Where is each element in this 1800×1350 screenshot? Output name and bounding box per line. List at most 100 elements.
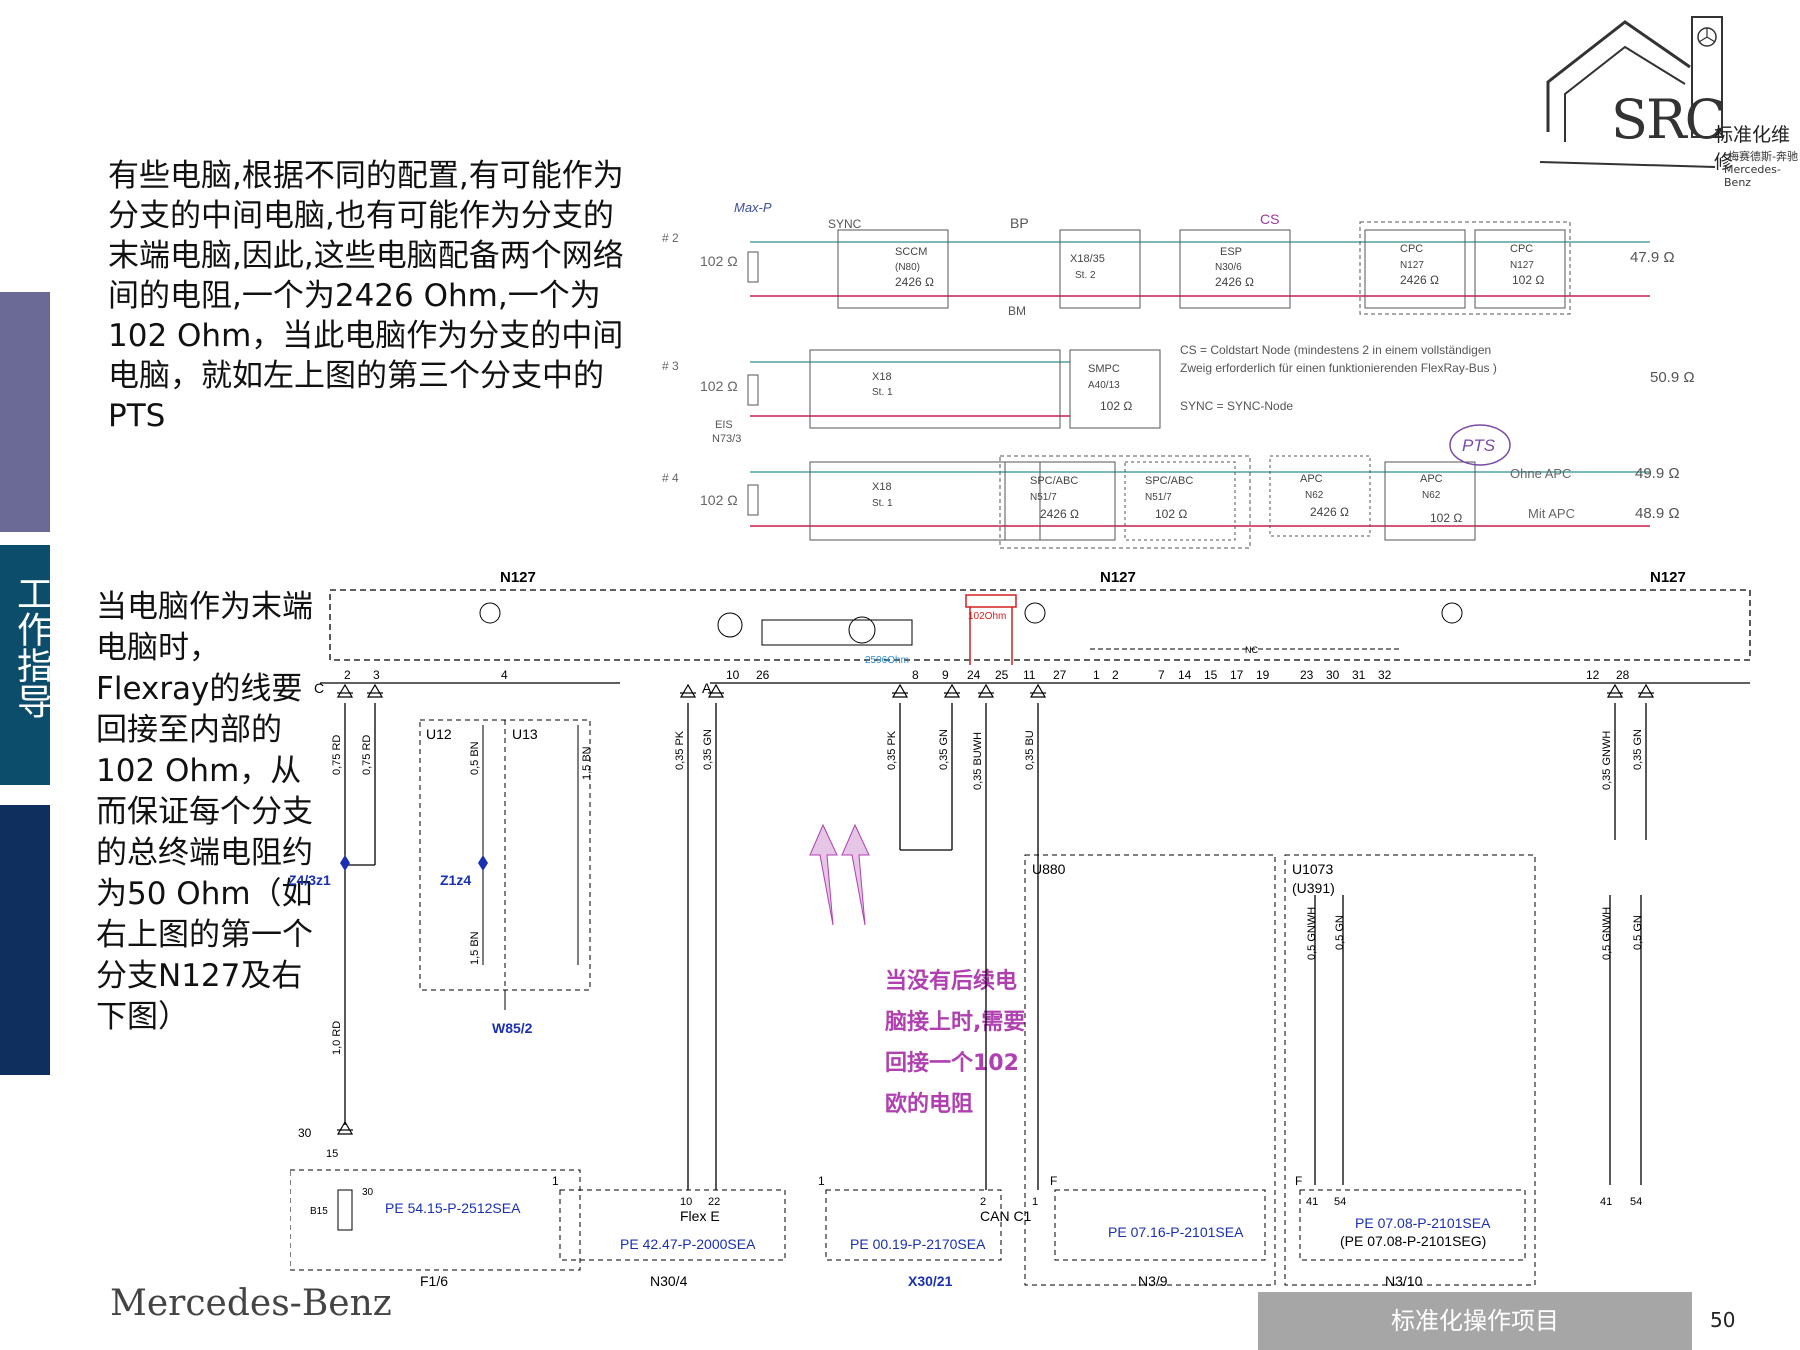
box-cpc2-name: CPC xyxy=(1510,243,1533,255)
box-cpc2-code: N127 xyxy=(1510,260,1534,271)
box-n310-pin1: 41 xyxy=(1600,1196,1612,1208)
pin-a2: 2 xyxy=(1112,668,1119,682)
pin-a23: 23 xyxy=(1300,668,1314,682)
page-number: 50 xyxy=(1710,1308,1736,1332)
n127-label-1: N127 xyxy=(500,569,536,586)
box-x3021-ref: PE 00.19-P-2170SEA xyxy=(850,1236,986,1252)
legend-line-2: Zweig erforderlich für einen funktionier… xyxy=(1180,361,1497,375)
wire-label-8: 0,35 GN xyxy=(938,729,950,770)
box-n304-ref: PE 42.47-P-2000SEA xyxy=(620,1236,756,1252)
pin-a7: 7 xyxy=(1158,668,1165,682)
box-cpc2-res: 102 Ω xyxy=(1512,273,1544,287)
fuse-pin15: 15 xyxy=(326,1148,338,1160)
pin-a10: 10 xyxy=(726,668,740,682)
box-sccm-name: SCCM xyxy=(895,246,927,258)
wire-label-16: 0,5 GN xyxy=(1334,915,1346,950)
wire-label-10: 0,35 BU xyxy=(1024,730,1036,770)
footer-label: 标准化操作项目 xyxy=(1258,1292,1692,1350)
box-smpc-code: A40/13 xyxy=(1088,380,1120,391)
left-bar-navy xyxy=(0,805,50,1075)
wiring-schematic: N127 N127 N127 C A 2 3 4 10 26 8 9 24 25… xyxy=(290,569,1751,1289)
pin-a24: 24 xyxy=(967,668,981,682)
box-apc2-res: 102 Ω xyxy=(1430,511,1462,525)
box-x18-row4-code: St. 1 xyxy=(872,498,893,509)
legend-line-1: CS = Coldstart Node (mindestens 2 in ein… xyxy=(1180,343,1491,357)
pin-a17: 17 xyxy=(1230,668,1244,682)
row4-left-res: 102 Ω xyxy=(700,492,738,508)
box-x1835-code: St. 2 xyxy=(1075,270,1096,281)
wire-label-7: 0,35 PK xyxy=(886,730,898,770)
box-spc2-res: 102 Ω xyxy=(1155,507,1187,521)
row3-eis: EIS xyxy=(715,419,733,431)
box-x1835-name: X18/35 xyxy=(1070,253,1105,265)
wire-label-13: 1,5 BN xyxy=(469,931,481,965)
wire-label-5: 0,35 PK xyxy=(674,730,686,770)
wire-label-9: 0,35 BUWH xyxy=(972,732,984,790)
box-x18-row4-name: X18 xyxy=(872,481,892,493)
box-apc1-name: APC xyxy=(1300,473,1323,485)
box-x18-row3-name: X18 xyxy=(872,371,892,383)
note-top-text: 有些电脑,根据不同的配置,有可能作为分支的中间电脑,也有可能作为分支的末端电脑,… xyxy=(108,158,624,434)
row4-ohne-value: 49.9 Ω xyxy=(1635,465,1680,482)
box-apc1-res: 2426 Ω xyxy=(1310,505,1349,519)
box-n310-prefix: F xyxy=(1295,1174,1302,1188)
row3-id: # 3 xyxy=(662,359,679,373)
box-x3021-pin2: 1 xyxy=(1032,1196,1038,1208)
pin-a11: 11 xyxy=(1023,668,1036,682)
box-esp-name: ESP xyxy=(1220,246,1242,258)
resistor-2596-label: 2596Ohm xyxy=(865,655,909,666)
box-x3021-pin1: 2 xyxy=(980,1196,986,1208)
box-n39-prefix: F xyxy=(1050,1174,1057,1188)
row4-mit-value: 48.9 Ω xyxy=(1635,505,1680,522)
mercedes-wordmark: Mercedes-Benz xyxy=(110,1283,392,1324)
row2-right-res: 47.9 Ω xyxy=(1630,249,1675,266)
node-z43z1: Z4/3z1 xyxy=(290,872,331,888)
logo-brand-text: SRC xyxy=(1611,88,1726,151)
box-x3021-name: CAN C1 xyxy=(980,1208,1032,1224)
row2-left-res: 102 Ω xyxy=(700,253,738,269)
box-x3021-label: X30/21 xyxy=(908,1273,953,1289)
left-bar-purple xyxy=(0,292,50,532)
node-w852: W85/2 xyxy=(492,1020,533,1036)
pin-a19: 19 xyxy=(1256,668,1270,682)
row3-left-res: 102 Ω xyxy=(700,378,738,394)
pin-a26: 26 xyxy=(756,668,770,682)
row2-sync-label: SYNC xyxy=(828,217,862,231)
box-sccm-code: (N80) xyxy=(895,262,920,273)
box-n304-pin1: 10 xyxy=(680,1196,692,1208)
box-f16-label: F1/6 xyxy=(420,1273,448,1289)
box-smpc-name: SMPC xyxy=(1088,363,1120,375)
wire-label-18: 0,5 GN xyxy=(1632,915,1644,950)
box-n39-label: N3/9 xyxy=(1138,1273,1168,1289)
note-left-text: 当电脑作为末端电脑时，Flexray的线要回接至内部的102 Ohm，从而保证每… xyxy=(96,589,313,1035)
fuse-b15: B15 xyxy=(310,1206,328,1217)
wire-label-14: 1,0 RD xyxy=(331,1021,343,1055)
box-spc1-code: N51/7 xyxy=(1030,492,1057,503)
row4-ohne-label: Ohne APC xyxy=(1510,466,1571,481)
node-z1z4: Z1z4 xyxy=(440,872,471,888)
pin-c2: 2 xyxy=(344,668,351,682)
pin-a14: 14 xyxy=(1178,668,1192,682)
box-x3021-prefix: 1 xyxy=(818,1174,825,1188)
pin-a32: 32 xyxy=(1378,668,1392,682)
wire-label-1: 0,75 RD xyxy=(331,735,343,775)
pin-c3: 3 xyxy=(373,668,380,682)
box-n39-pin1: 41 xyxy=(1306,1196,1318,1208)
row3-n73: N73/3 xyxy=(712,433,741,445)
wire-label-3: 0,5 BN xyxy=(469,741,481,775)
pin-a27: 27 xyxy=(1053,668,1067,682)
nc-label: NC xyxy=(1245,645,1258,655)
group-u13: U13 xyxy=(512,726,538,742)
row2-cs-label: CS xyxy=(1260,211,1279,227)
pin-a1: 1 xyxy=(1093,668,1100,682)
handwriting-pts: PTS xyxy=(1462,436,1496,455)
box-n304-prefix: 1 xyxy=(552,1174,559,1188)
box-n310-pin2: 54 xyxy=(1630,1196,1642,1208)
box-n304-name: Flex E xyxy=(680,1208,720,1224)
side-tab-label: 工作指导 xyxy=(11,575,52,719)
wire-label-12: 0,35 GN xyxy=(1632,729,1644,770)
pin-a15: 15 xyxy=(1204,668,1218,682)
logo-sub-text-1: 梅赛德斯-奔驰 xyxy=(1728,150,1798,163)
box-n310-ref2: (PE 07.08-P-2101SEG) xyxy=(1340,1233,1486,1249)
box-cpc1-res: 2426 Ω xyxy=(1400,273,1439,287)
